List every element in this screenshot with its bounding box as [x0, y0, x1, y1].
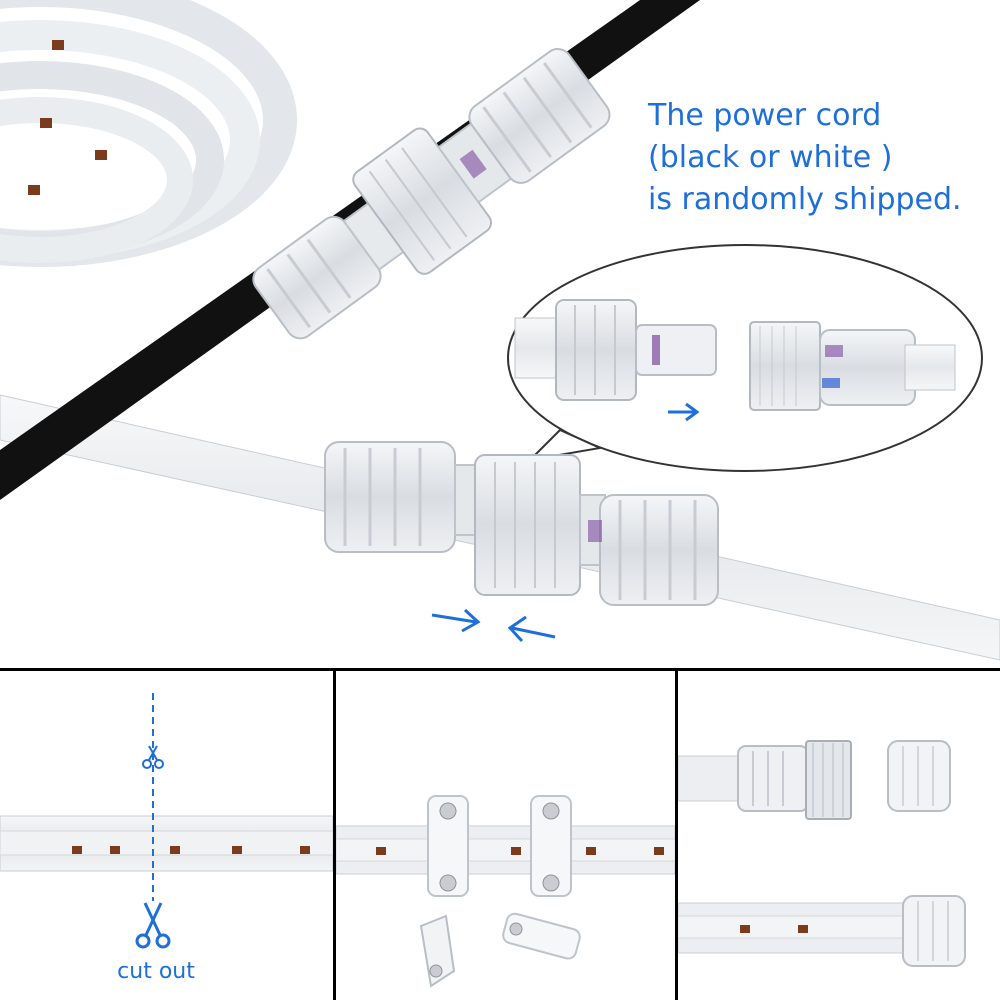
caption-line-3: is randomly shipped.: [648, 182, 962, 217]
cut-out-label: cut out: [117, 959, 195, 984]
coiled-led-strip: [0, 0, 297, 267]
arrow-right-icon: [431, 608, 481, 633]
cut-illustration: [0, 693, 333, 949]
arrow-left-icon: [507, 615, 556, 643]
end-cap: [902, 895, 966, 967]
connector-illustration: [0, 0, 1000, 661]
horizontal-divider: [0, 668, 1000, 671]
mounting-clip: [530, 795, 572, 897]
scissors-icon: [142, 745, 164, 769]
connector-plug: [737, 740, 852, 820]
end-cap: [887, 740, 951, 812]
bottom-connector: [324, 441, 719, 606]
product-photo-connector: The power cord (black or white ) is rand…: [0, 0, 1000, 661]
vertical-divider: [675, 671, 678, 1000]
loose-clip: [502, 912, 581, 960]
shipping-note: The power cord (black or white ) is rand…: [648, 95, 993, 221]
vertical-divider: [333, 671, 336, 1000]
arrow-right-icon: [668, 402, 700, 422]
end-caps-illustration: [678, 740, 966, 967]
zoom-callout: [507, 244, 983, 472]
top-connector: [252, 48, 611, 340]
loose-clip: [419, 914, 456, 988]
mounting-clip: [427, 795, 469, 897]
caption-line-2: (black or white ): [648, 140, 893, 175]
clips-illustration: [336, 795, 675, 988]
panel-cut-out: cut out: [0, 671, 333, 1000]
panel-mounting-clips: [336, 671, 675, 1000]
caption-line-1: The power cord: [648, 98, 882, 133]
panel-end-caps: [678, 671, 1000, 1000]
scissors-icon: [135, 902, 171, 949]
